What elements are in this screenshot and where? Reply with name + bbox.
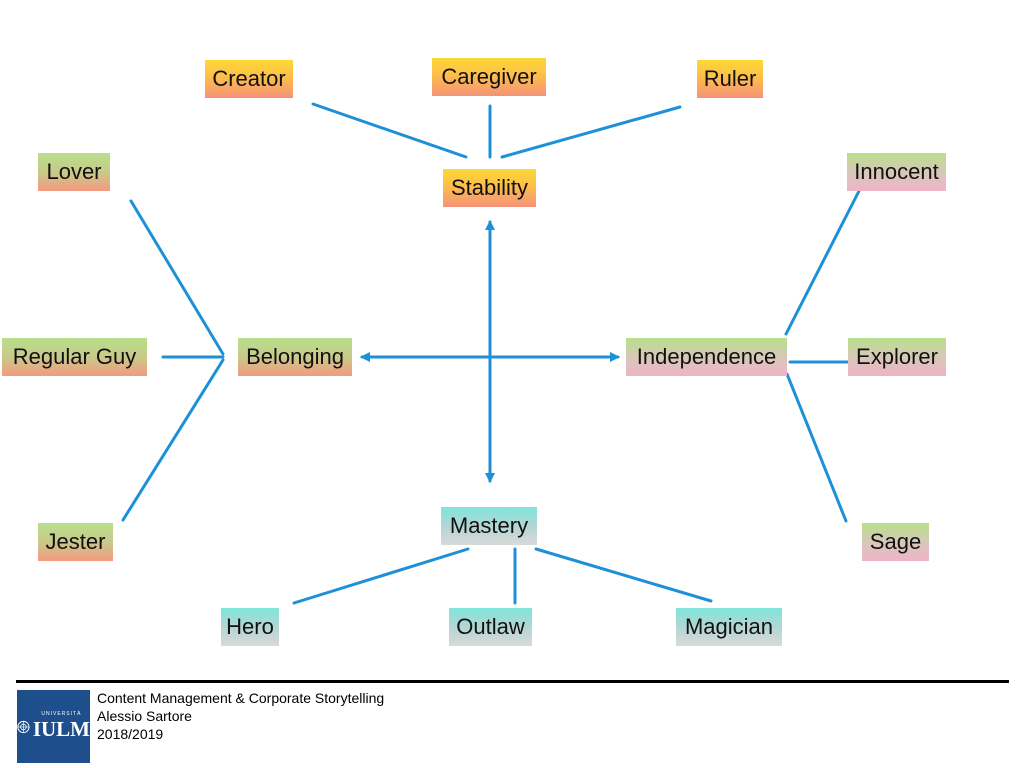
node-jester: Jester	[38, 523, 113, 561]
connector-creator-stability	[311, 102, 468, 159]
connector-ruler-stability	[500, 105, 682, 159]
logo-text: IULM	[32, 717, 90, 741]
node-independence: Independence	[626, 338, 787, 376]
node-hero: Hero	[221, 608, 279, 646]
footer-course-title: Content Management & Corporate Storytell…	[97, 690, 385, 706]
connector-hero-mastery	[292, 547, 470, 605]
node-belonging: Belonging	[238, 338, 352, 376]
footer-year: 2018/2019	[97, 726, 164, 742]
node-creator: Creator	[205, 60, 293, 98]
node-magician: Magician	[676, 608, 782, 646]
connector-sage-independence	[785, 372, 848, 523]
connector-jester-belonging	[121, 358, 225, 522]
node-ruler: Ruler	[697, 60, 763, 98]
node-lover: Lover	[38, 153, 110, 191]
university-seal-icon	[17, 720, 30, 733]
node-mastery: Mastery	[441, 507, 537, 545]
node-innocent: Innocent	[847, 153, 946, 191]
logo-arc-text: UNIVERSITÀ	[41, 711, 82, 717]
node-explorer: Explorer	[848, 338, 946, 376]
connector-innocent-independence	[784, 189, 861, 336]
node-sage: Sage	[862, 523, 929, 561]
node-outlaw: Outlaw	[449, 608, 532, 646]
footer-divider	[16, 680, 1009, 683]
node-caregiver: Caregiver	[432, 58, 546, 96]
node-stability: Stability	[443, 169, 536, 207]
node-regular-guy: Regular Guy	[2, 338, 147, 376]
footer-credits: Content Management & Corporate Storytell…	[97, 689, 384, 743]
iulm-logo: UNIVERSITÀ IULM	[17, 690, 90, 763]
connector-lover-belonging	[129, 199, 225, 356]
connector-magician-mastery	[534, 547, 713, 603]
footer-author: Alessio Sartore	[97, 708, 192, 724]
